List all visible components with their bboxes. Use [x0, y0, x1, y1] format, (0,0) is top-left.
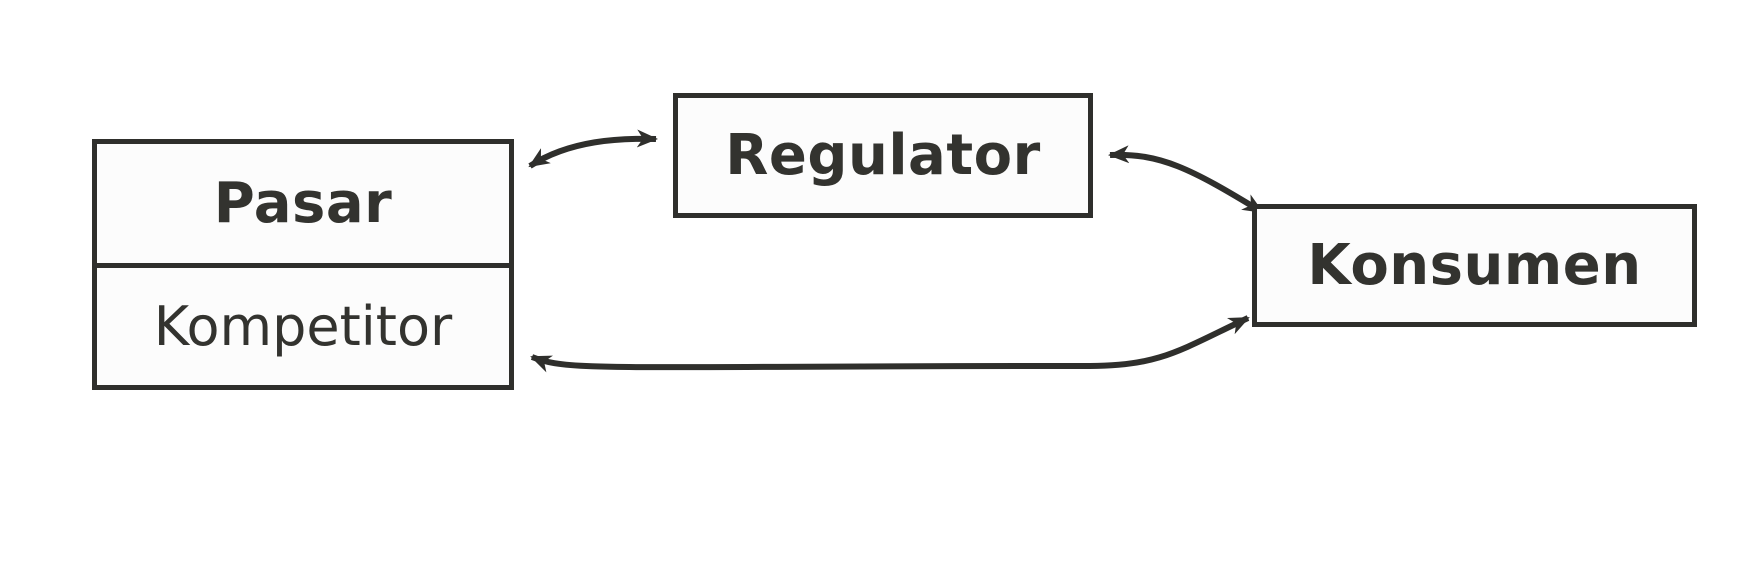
node-konsumen[interactable]: Konsumen [1252, 204, 1697, 327]
node-pasar-title: Pasar [213, 171, 393, 237]
node-regulator-title: Regulator [725, 123, 1041, 188]
node-regulator[interactable]: Regulator [673, 93, 1093, 218]
node-pasar-subtitle: Kompetitor [97, 263, 509, 385]
node-pasar[interactable]: Pasar Kompetitor [92, 139, 514, 390]
edge-konsumen-kompetitor[interactable] [530, 315, 1250, 373]
node-konsumen-title: Konsumen [1307, 233, 1642, 298]
edge-pasar-regulator[interactable] [528, 129, 658, 169]
edge-regulator-konsumen[interactable] [1108, 145, 1264, 215]
